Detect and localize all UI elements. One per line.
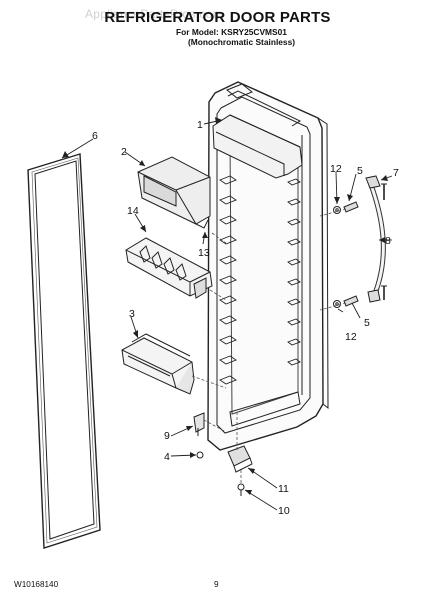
door-assembly [207, 81, 329, 451]
door-gasket [27, 153, 101, 549]
page-number: 9 [214, 580, 219, 589]
model-line: For Model: KSRY25CVMS01 [176, 27, 287, 37]
callout-4: 4 [164, 451, 170, 463]
callout-labels: 1 2 3 4 5 5 6 7 8 9 10 11 12 12 13 14 [92, 119, 399, 517]
callout-7: 7 [393, 167, 399, 179]
callout-3: 3 [129, 308, 135, 320]
callout-2: 2 [121, 146, 127, 158]
callout-5a: 5 [357, 165, 363, 177]
handle-mount-studs [343, 201, 359, 307]
document-number: W10168140 [14, 580, 59, 589]
hinge-screw [196, 451, 204, 459]
assembly-guides [191, 208, 347, 484]
page-title: REFRIGERATOR DOOR PARTS [104, 9, 331, 26]
bottom-hinge [227, 445, 253, 473]
callout-9: 9 [164, 430, 170, 442]
door-handle [365, 175, 386, 303]
callout-10: 10 [278, 505, 290, 517]
door-bin-large [121, 333, 195, 395]
callout-14: 14 [127, 205, 139, 217]
dairy-door [137, 156, 211, 229]
callout-5b: 5 [364, 317, 370, 329]
callout-8: 8 [385, 235, 391, 247]
callout-13: 13 [198, 247, 210, 259]
callout-11: 11 [278, 483, 289, 495]
door-bin-small [125, 237, 213, 299]
finish-line: (Monochromatic Stainless) [188, 37, 296, 47]
callout-1: 1 [197, 119, 203, 131]
watermark: AppliancePartsPros.com [85, 7, 223, 21]
callout-12b: 12 [345, 331, 357, 343]
handle-screws [381, 183, 387, 300]
bottom-hinge-screw [237, 483, 245, 496]
handle-washers [333, 206, 341, 308]
callout-12a: 12 [330, 163, 342, 175]
callout-6: 6 [92, 130, 98, 142]
hinge-pin-bracket [193, 412, 205, 436]
